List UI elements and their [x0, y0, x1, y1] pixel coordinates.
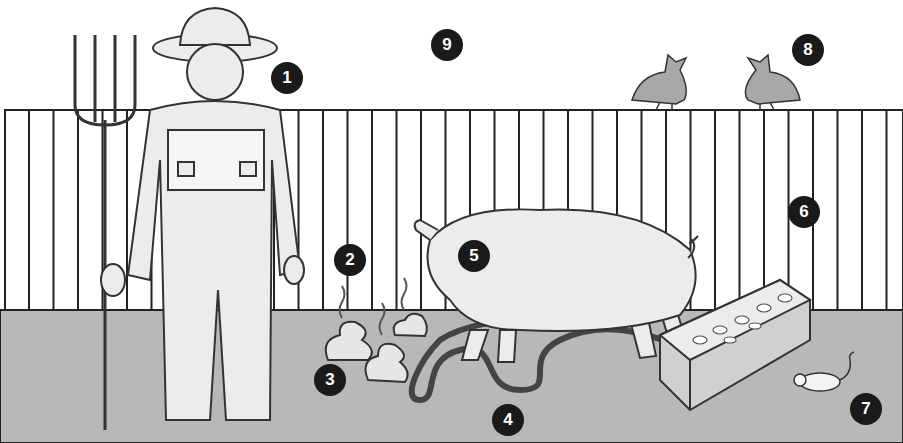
- callout-number: 4: [492, 404, 524, 436]
- callout-number: 9: [431, 29, 463, 61]
- fence-slat: [322, 110, 324, 310]
- pitchfork: [75, 35, 135, 430]
- fence-slat: [126, 110, 128, 310]
- rat: [794, 352, 854, 391]
- fence-slat: [763, 110, 765, 310]
- pig: [415, 209, 698, 362]
- callout-number: 2: [334, 244, 366, 276]
- fence-slat: [420, 110, 422, 310]
- fence-slat: [837, 110, 839, 310]
- callout-number: 1: [271, 62, 303, 94]
- fence-slat: [886, 110, 888, 310]
- callout-number: 3: [314, 364, 346, 396]
- trough: [660, 280, 810, 410]
- odor-lines: [340, 278, 407, 335]
- callout-number: 5: [458, 240, 490, 272]
- birds: [632, 55, 800, 110]
- farmer: [101, 8, 304, 420]
- fence-slat: [28, 110, 30, 310]
- fence-slat: [714, 110, 716, 310]
- fence-slat: [739, 110, 741, 310]
- fence-slat: [371, 110, 373, 310]
- callout-number: 8: [792, 34, 824, 66]
- callout-number: 6: [788, 196, 820, 228]
- fence-slat: [77, 110, 79, 310]
- fence-slat: [396, 110, 398, 310]
- fence-slat: [347, 110, 349, 310]
- fence-slat: [53, 110, 55, 310]
- callout-number: 7: [850, 393, 882, 425]
- fence-slat: [861, 110, 863, 310]
